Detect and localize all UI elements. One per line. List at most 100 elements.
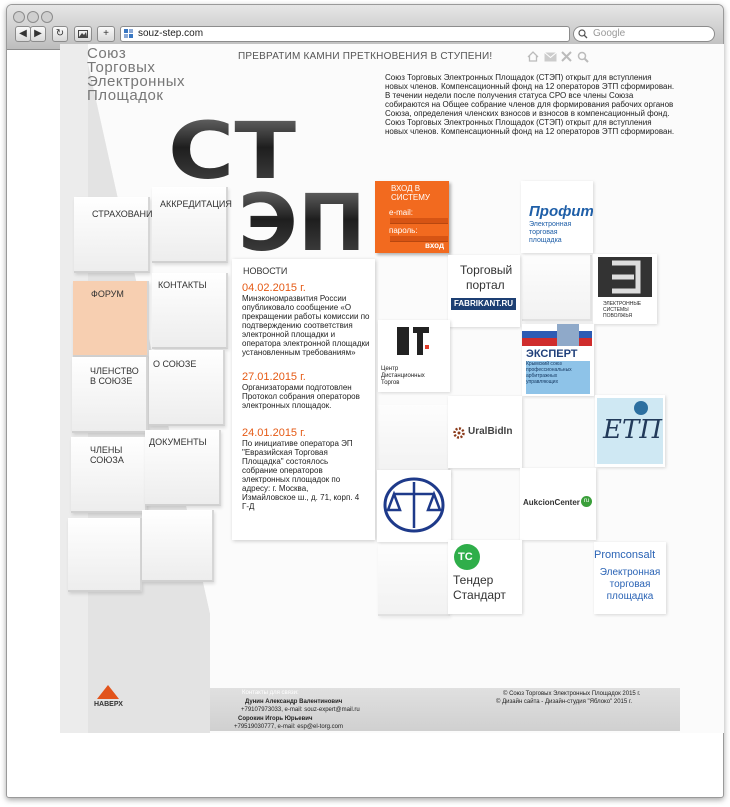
footer-person-1-contacts: +79107973033, e-mail: souz-expert@mail.r… <box>241 707 360 713</box>
menu-label-documents: ДОКУМЕНТЫ <box>149 437 207 447</box>
empty-tile-3 <box>378 405 450 475</box>
menu-item-contacts[interactable]: КОНТАКТЫ <box>152 273 228 349</box>
login-password-input[interactable] <box>390 236 448 242</box>
expert-name: ЭКСПЕРТ <box>526 348 578 360</box>
menu-label-members: ЧЛЕНЫ СОЮЗА <box>90 445 124 465</box>
close-window-button[interactable] <box>13 11 25 23</box>
partner-uralbidin[interactable]: UralBidIn <box>448 396 522 468</box>
menu-label-forum: ФОРУМ <box>91 289 124 299</box>
tender-logo-icon <box>454 544 480 570</box>
reload-button[interactable]: ↻ <box>52 26 68 42</box>
forward-button[interactable]: ▶ <box>30 26 46 42</box>
search-site-icon[interactable] <box>577 51 589 63</box>
profit-subtitle: Электронная торговая площадка <box>529 221 572 244</box>
browser-toolbar: ◀ ▶ ↻ + souz-step.com Google <box>7 5 723 50</box>
partner-aukcion-center[interactable]: AukcionCenter ru <box>520 468 596 540</box>
footer-person-1: Дунин Александр Валентинович <box>245 699 343 705</box>
aukcion-name: AukcionCenter <box>523 498 580 507</box>
news-text-3: По инициативе оператора ЭП "Евразийская … <box>242 439 360 511</box>
etp-mark: ЕТП <box>603 415 662 445</box>
fabrikant-badge: FABRIKANT.RU <box>451 298 516 310</box>
login-email-label: e-mail: <box>389 208 414 217</box>
partner-promconsalt[interactable]: Promconsalt Электронная торговая площадк… <box>594 542 666 614</box>
footer-copyright-2: © Дизайн сайта - Дизайн-студия "Яблоко" … <box>496 699 633 705</box>
expert-flag-icon <box>522 324 592 346</box>
address-bar-url: souz-step.com <box>138 28 204 39</box>
menu-item-accreditation[interactable]: АККРЕДИТАЦИЯ <box>152 187 232 263</box>
es-logo-icon <box>598 257 652 297</box>
add-bookmark-button[interactable]: + <box>97 26 115 42</box>
menu-item-membership[interactable]: ЧЛЕНСТВО В СОЮЗЕ <box>72 357 148 433</box>
search-placeholder: Google <box>593 28 626 39</box>
news-heading: НОВОСТИ <box>243 266 288 276</box>
footer-contacts-title: Контакты для связи: <box>242 690 299 696</box>
menu-item-insurance[interactable]: СТРАХОВАНИЕ <box>74 197 159 273</box>
promconsalt-name: Promconsalt <box>594 549 656 561</box>
news-text-2: Организаторами подготовлен Протокол собр… <box>242 383 360 410</box>
image-icon <box>78 30 88 38</box>
cdt-logo-icon <box>397 327 429 355</box>
empty-tile-1 <box>68 518 142 592</box>
sitemap-icon[interactable] <box>561 51 572 62</box>
fabrikant-line-1: Торговый <box>460 263 513 277</box>
zoom-window-button[interactable] <box>41 11 53 23</box>
menu-label-about: О СОЮЗЕ <box>153 359 197 369</box>
expert-subtitle: Крымский союз профессиональных арбитражн… <box>526 361 590 394</box>
site-page: Союз Торговых Электронных Площадок ПРЕВР… <box>60 44 724 733</box>
partner-fabrikant[interactable]: Торговый портал FABRIKANT.RU <box>448 255 520 327</box>
login-email-input[interactable] <box>390 218 448 224</box>
news-panel: НОВОСТИ 04.02.2015 г. Минэкономразвития … <box>232 259 375 540</box>
uralbidin-name: UralBidIn <box>468 426 513 437</box>
logo-line-3: Электронных <box>87 73 186 90</box>
big-logo-bottom-letters: ЭП <box>238 179 366 256</box>
partner-electronic-systems-povolzhya[interactable]: ЭЛЕКТРОННЫЕ СИСТЕМЫ ПОВОЛЖЬЯ <box>593 254 657 324</box>
partner-etp[interactable]: ЕТП <box>595 395 665 467</box>
aukcion-ru-badge: ru <box>581 496 592 507</box>
site-logo-text[interactable]: Союз Торговых Электронных Площадок <box>87 45 186 103</box>
partner-scales-logo[interactable] <box>377 470 451 542</box>
menu-label-membership: ЧЛЕНСТВО В СОЮЗЕ <box>90 366 139 386</box>
footer-person-2: Сорокин Игорь Юрьевич <box>238 716 313 722</box>
partner-expert[interactable]: ЭКСПЕРТ Крымский союз профессиональных а… <box>522 324 594 396</box>
news-item-3[interactable]: 24.01.2015 г. По инициативе оператора ЭП… <box>242 427 362 511</box>
tender-mark: ТС <box>458 551 473 563</box>
back-to-top-label: НАВЕРХ <box>94 701 123 708</box>
news-text-1: Минэкономразвития России опубликовало со… <box>242 294 370 357</box>
empty-tile-5 <box>522 255 592 321</box>
arrow-up-icon <box>97 685 119 699</box>
login-submit-button[interactable]: вход <box>425 241 445 250</box>
es-name: ЭЛЕКТРОННЫЕ СИСТЕМЫ ПОВОЛЖЬЯ <box>603 301 642 319</box>
minimize-window-button[interactable] <box>27 11 39 23</box>
menu-label-accreditation: АККРЕДИТАЦИЯ <box>160 199 232 209</box>
news-date-1: 04.02.2015 г. <box>242 282 306 294</box>
footer-person-2-contacts: +79519030777, e-mail: esp@el-torg.com <box>234 724 343 730</box>
menu-item-forum[interactable]: ФОРУМ <box>73 281 149 357</box>
menu-item-members[interactable]: ЧЛЕНЫ СОЮЗА <box>71 437 147 513</box>
menu-item-documents[interactable]: ДОКУМЕНТЫ <box>145 430 221 506</box>
partner-tender-standart[interactable]: ТС Тендер Стандарт <box>448 540 522 614</box>
bookmarks-button[interactable] <box>74 26 92 42</box>
search-icon <box>578 29 588 39</box>
partner-profit[interactable]: Профит Электронная торговая площадка <box>521 181 593 253</box>
partner-cdt[interactable]: Центр Дистанционных Торгов <box>378 320 450 392</box>
home-icon[interactable] <box>527 51 539 62</box>
login-title: ВХОД В СИСТЕМУ <box>391 184 431 202</box>
search-input[interactable]: Google <box>573 26 715 42</box>
news-item-1[interactable]: 04.02.2015 г. Минэкономразвития России о… <box>242 282 372 357</box>
fabrikant-line-2: портал <box>466 278 505 292</box>
site-favicon-icon <box>124 29 133 38</box>
news-date-2: 27.01.2015 г. <box>242 371 306 383</box>
login-form: ВХОД В СИСТЕМУ e-mail: пароль: вход <box>375 181 449 253</box>
address-bar[interactable]: souz-step.com <box>120 26 570 42</box>
empty-tile-2 <box>142 510 214 582</box>
news-item-2[interactable]: 27.01.2015 г. Организаторами подготовлен… <box>242 371 367 410</box>
tender-line-2: Стандарт <box>453 588 506 602</box>
etp-logo-icon <box>597 398 663 464</box>
menu-label-insurance: СТРАХОВАНИЕ <box>92 209 159 219</box>
mail-icon[interactable] <box>544 52 557 62</box>
menu-item-about[interactable]: О СОЮЗЕ <box>149 350 225 426</box>
footer-copyright-1: © Союз Торговых Электронных Площадок 201… <box>503 691 641 697</box>
logo-line-1: Союз <box>87 45 127 62</box>
back-button[interactable]: ◀ <box>15 26 31 42</box>
back-to-top-button[interactable]: НАВЕРХ <box>90 685 128 713</box>
